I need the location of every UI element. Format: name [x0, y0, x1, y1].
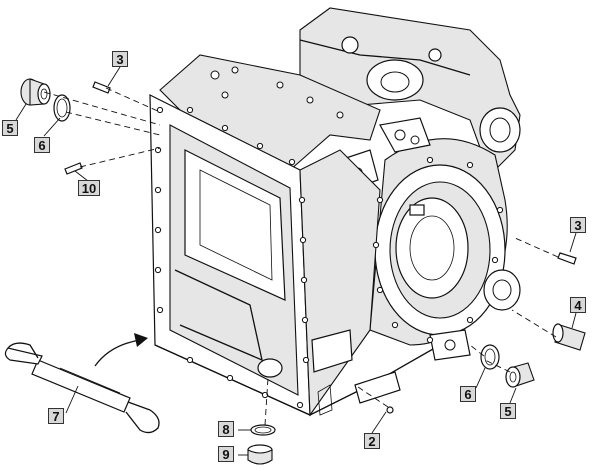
callout-label: 6 — [460, 386, 476, 402]
callout-label: 3 — [570, 217, 586, 233]
callout-label: 5 — [2, 120, 18, 136]
o-ring-part — [480, 344, 500, 370]
o-ring-part — [53, 94, 71, 122]
seal-ring-part — [250, 424, 276, 436]
callout-label: 4 — [570, 297, 586, 313]
callout-label: 2 — [364, 433, 380, 449]
callout-label: 9 — [218, 446, 234, 462]
arrow-head — [134, 333, 148, 347]
lifting-tool-part — [4, 342, 160, 434]
callout-label: 7 — [48, 408, 64, 424]
callout-label: 8 — [218, 421, 234, 437]
callout-label: 5 — [500, 403, 516, 419]
plug-part — [505, 362, 535, 388]
cover-plate-part — [354, 371, 401, 414]
plug-part — [247, 444, 273, 465]
callout-label: 3 — [112, 51, 128, 67]
curved-arrow — [94, 339, 141, 367]
transmission-housing — [149, 7, 521, 417]
bearing-pin-part — [552, 323, 586, 351]
dowel-pin-part — [557, 252, 577, 265]
callout-label: 10 — [78, 180, 100, 196]
leader-lines — [15, 66, 577, 456]
callout-label: 6 — [34, 137, 50, 153]
dowel-pin-part — [92, 81, 111, 94]
assembly-lines — [43, 87, 559, 426]
dowel-pin-part — [64, 162, 83, 175]
plug-part — [20, 78, 51, 106]
